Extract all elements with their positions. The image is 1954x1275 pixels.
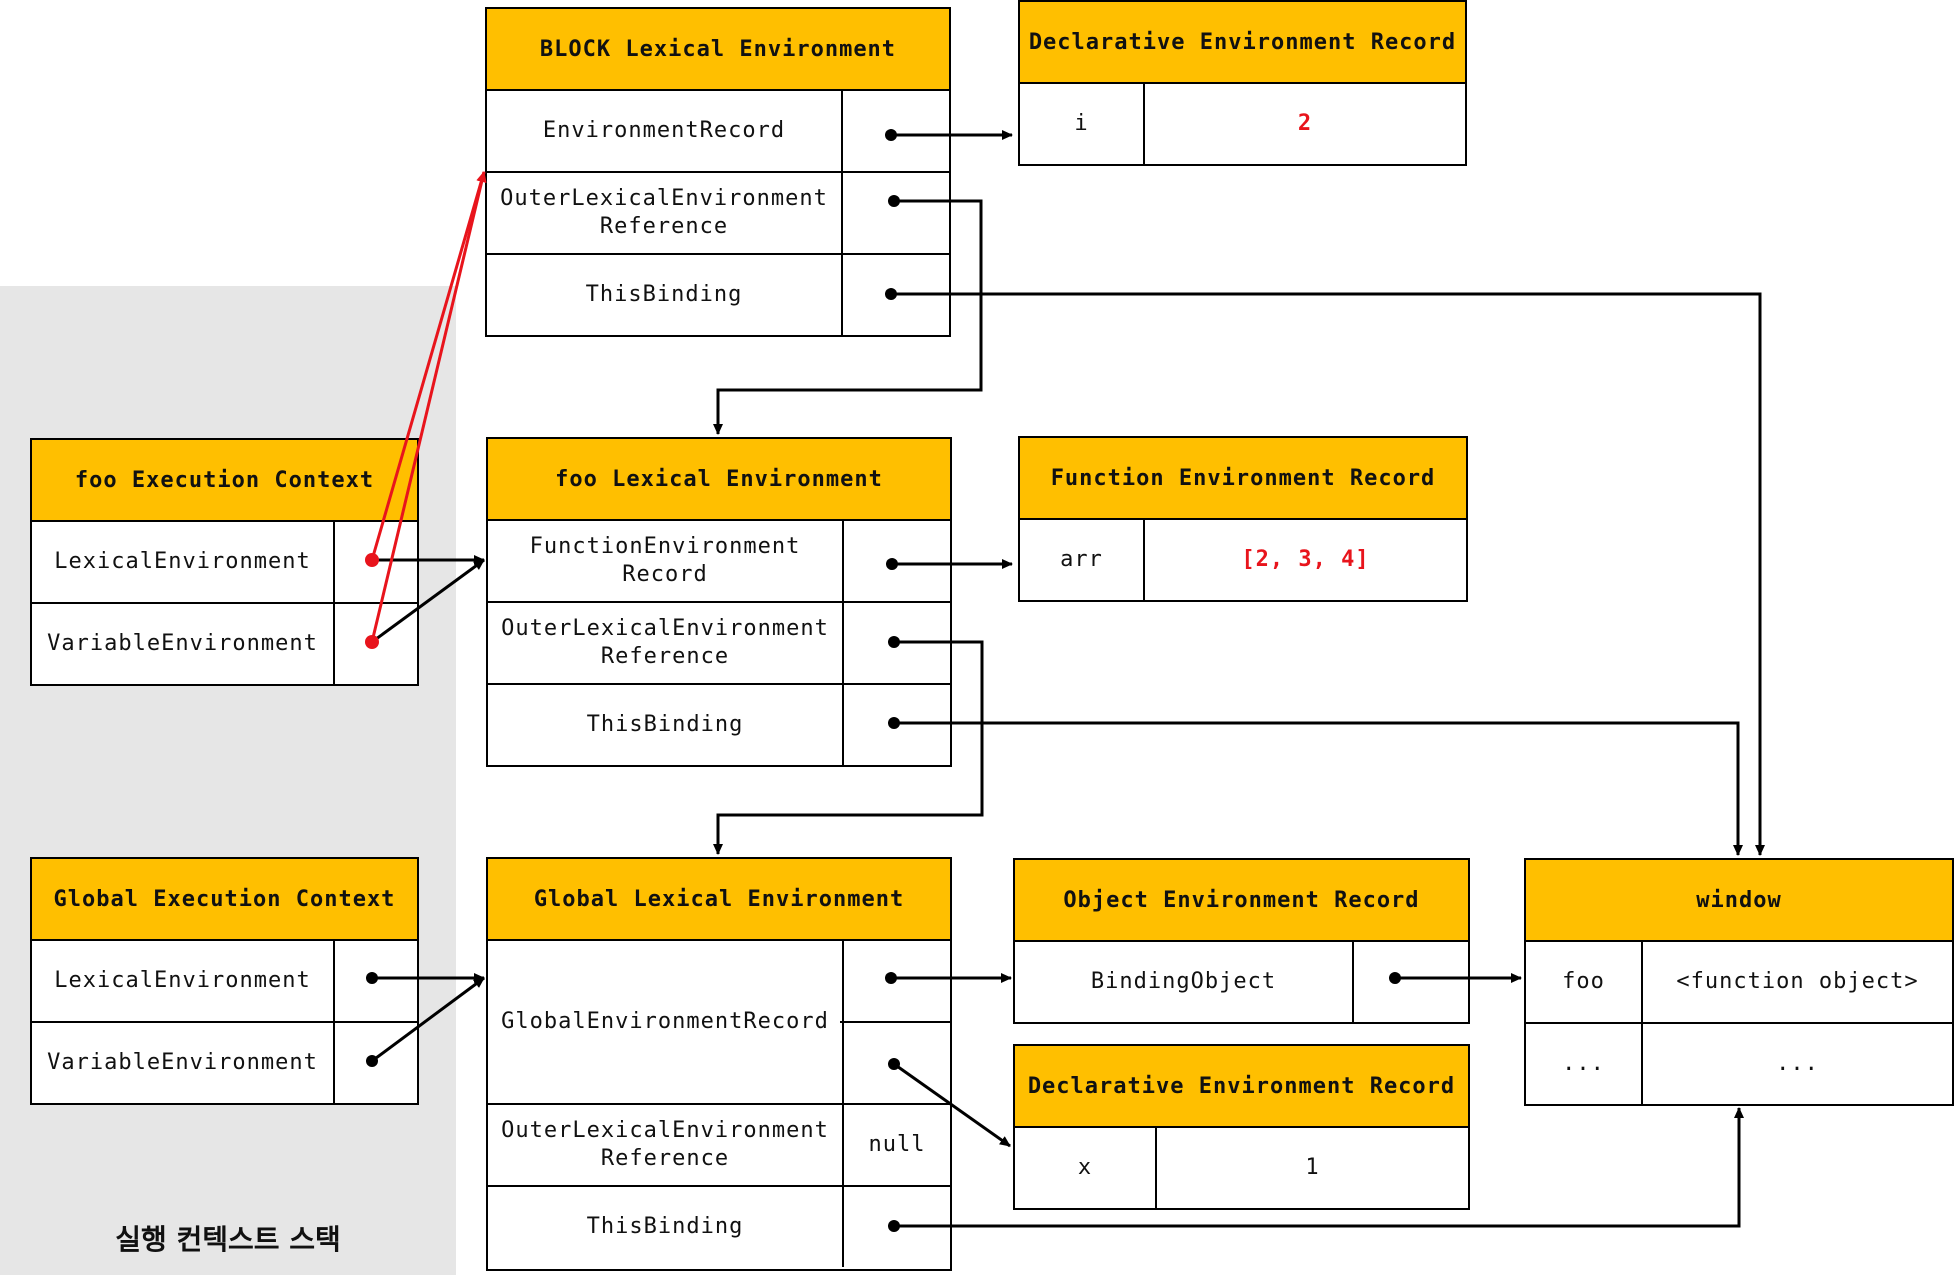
global-lexical-environment: Global Lexical Environment GlobalEnviron… bbox=[486, 857, 952, 1271]
function-record-title: Function Environment Record bbox=[1020, 438, 1466, 520]
block-this-binding-label: ThisBinding bbox=[585, 282, 743, 307]
foo-lexical-environment-title: foo Lexical Environment bbox=[488, 439, 950, 521]
global-declarative-record-value: 1 bbox=[1155, 1128, 1468, 1208]
window-more-value: ... bbox=[1641, 1024, 1952, 1104]
object-environment-record: Object Environment Record BindingObject bbox=[1013, 858, 1470, 1024]
arrow-foo-this bbox=[888, 717, 1743, 856]
foo-this-binding-pointer bbox=[842, 685, 950, 765]
foo-outer-reference-label: OuterLexicalEnvironment Reference bbox=[501, 616, 829, 669]
block-declarative-record-title: Declarative Environment Record bbox=[1020, 2, 1465, 84]
foo-outer-reference-pointer bbox=[842, 603, 950, 683]
block-outer-reference-label: OuterLexicalEnvironment Reference bbox=[500, 186, 828, 239]
block-declarative-environment-record: Declarative Environment Record i 2 bbox=[1018, 0, 1467, 166]
function-record-value: [2, 3, 4] bbox=[1143, 520, 1466, 600]
function-record-key: arr bbox=[1060, 547, 1103, 572]
foo-this-binding-label: ThisBinding bbox=[586, 712, 744, 737]
foo-lexical-environment-label: LexicalEnvironment bbox=[54, 549, 311, 574]
window-foo-value: <function object> bbox=[1641, 942, 1952, 1022]
block-record-value: 2 bbox=[1143, 84, 1465, 164]
foo-execution-context: foo Execution Context LexicalEnvironment… bbox=[30, 438, 419, 686]
global-outer-reference-label: OuterLexicalEnvironment Reference bbox=[501, 1118, 829, 1171]
block-environment-record-label: EnvironmentRecord bbox=[542, 118, 786, 143]
global-outer-reference-value: null bbox=[842, 1105, 950, 1185]
block-this-binding-pointer bbox=[841, 255, 949, 335]
global-variable-environment-label: VariableEnvironment bbox=[47, 1050, 318, 1075]
block-outer-reference-pointer bbox=[841, 173, 949, 253]
foo-execution-context-title: foo Execution Context bbox=[32, 440, 417, 522]
execution-context-stack-label: 실행 컨텍스트 스택 bbox=[115, 1223, 341, 1256]
global-variable-environment-pointer bbox=[333, 1023, 417, 1103]
function-environment-record: Function Environment Record arr [2, 3, 4… bbox=[1018, 436, 1468, 602]
global-environment-record-label: GlobalEnvironmentRecord bbox=[501, 1009, 829, 1034]
global-record-divider bbox=[840, 1021, 950, 1023]
block-lexical-environment: BLOCK Lexical Environment EnvironmentRec… bbox=[485, 7, 951, 337]
block-environment-record-pointer bbox=[841, 91, 949, 171]
window-foo-key: foo bbox=[1562, 969, 1605, 994]
global-lexical-environment-title: Global Lexical Environment bbox=[488, 859, 950, 941]
global-execution-context-title: Global Execution Context bbox=[32, 859, 417, 941]
foo-variable-environment-pointer bbox=[333, 604, 417, 684]
global-lexical-environment-pointer bbox=[333, 941, 417, 1021]
foo-lexical-environment-pointer bbox=[333, 522, 417, 602]
global-this-binding-pointer bbox=[842, 1187, 950, 1267]
object-record-title: Object Environment Record bbox=[1015, 860, 1468, 942]
foo-function-record-label: FunctionEnvironment Record bbox=[529, 534, 801, 587]
window-title: window bbox=[1526, 860, 1952, 942]
object-record-binding-label: BindingObject bbox=[1090, 969, 1277, 994]
execution-context-stack bbox=[0, 286, 456, 1275]
block-lexical-environment-title: BLOCK Lexical Environment bbox=[487, 9, 949, 91]
window-more-key: ... bbox=[1562, 1051, 1605, 1076]
global-execution-context: Global Execution Context LexicalEnvironm… bbox=[30, 857, 419, 1105]
global-lexical-environment-label: LexicalEnvironment bbox=[54, 968, 311, 993]
object-record-binding-pointer bbox=[1352, 942, 1468, 1022]
foo-variable-environment-label: VariableEnvironment bbox=[47, 631, 318, 656]
global-this-binding-label: ThisBinding bbox=[586, 1214, 744, 1239]
global-declarative-environment-record: Declarative Environment Record x 1 bbox=[1013, 1044, 1470, 1210]
global-declarative-record-key: x bbox=[1077, 1155, 1093, 1180]
window-object: window foo <function object> ... ... bbox=[1524, 858, 1954, 1106]
foo-lexical-environment: foo Lexical Environment FunctionEnvironm… bbox=[486, 437, 952, 767]
block-record-key: i bbox=[1074, 111, 1089, 136]
global-declarative-record-title: Declarative Environment Record bbox=[1015, 1046, 1468, 1128]
foo-function-record-pointer bbox=[842, 521, 950, 601]
